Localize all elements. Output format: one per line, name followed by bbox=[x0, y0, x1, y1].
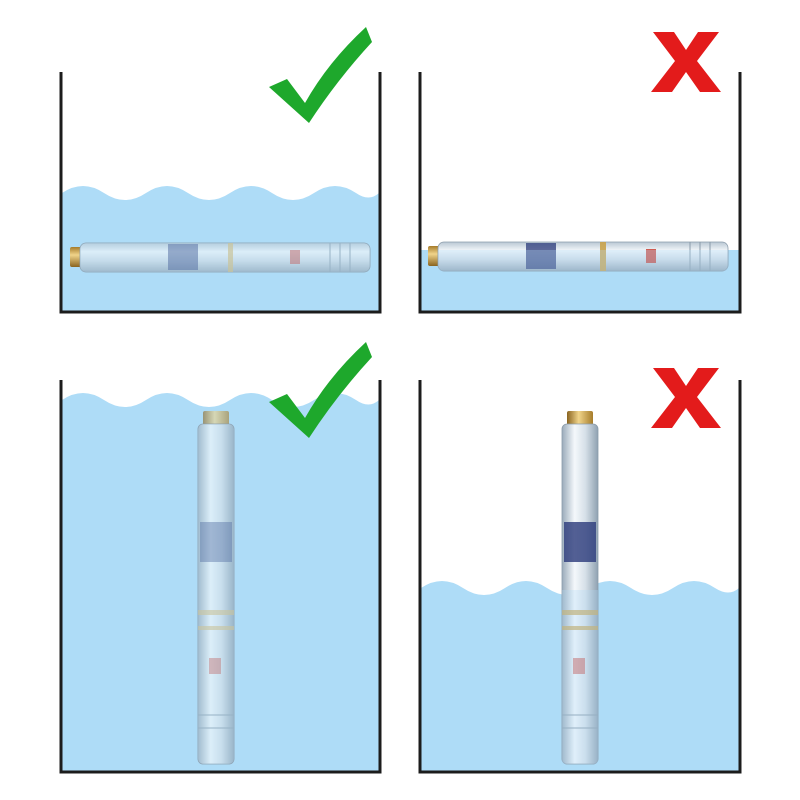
panel-bottom-left bbox=[59, 342, 382, 774]
panel-top-right bbox=[418, 32, 742, 314]
pump-vertical bbox=[561, 411, 599, 765]
container-walls bbox=[418, 72, 742, 314]
check-icon bbox=[269, 27, 372, 123]
pump-vertical bbox=[197, 411, 235, 765]
cross-icon bbox=[651, 368, 721, 428]
check-icon bbox=[269, 342, 372, 438]
container-walls bbox=[59, 380, 382, 774]
container-walls bbox=[418, 380, 742, 774]
container-walls bbox=[59, 72, 382, 314]
panel-top-left bbox=[59, 27, 382, 314]
pump-horizontal bbox=[428, 241, 729, 272]
panel-bottom-right bbox=[418, 368, 742, 774]
cross-icon bbox=[651, 32, 721, 92]
pump-horizontal bbox=[70, 242, 371, 273]
